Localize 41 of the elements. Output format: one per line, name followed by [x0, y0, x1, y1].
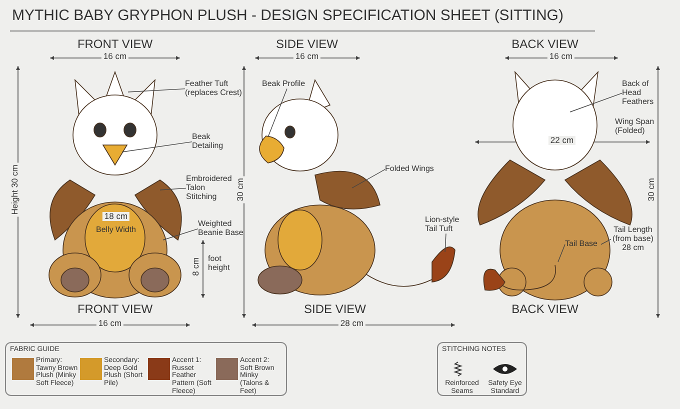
callout-text: Beak Profile	[262, 80, 312, 89]
callout-text: Beak Detailing	[192, 133, 242, 151]
leader-line	[570, 92, 622, 112]
dimension-label: 18 cm	[102, 212, 130, 222]
dimension-label: Height 30 cm	[10, 162, 20, 217]
callout-text: Tail Length (from base) 28 cm	[611, 226, 655, 252]
leader-line	[162, 228, 198, 240]
leader-line	[122, 141, 192, 152]
leader-line	[444, 233, 446, 252]
dimension-label: 16 cm	[293, 52, 321, 62]
dimension-label: 22 cm	[548, 136, 576, 146]
view-title: BACK VIEW	[512, 303, 578, 316]
leader-line	[600, 238, 612, 245]
dimension-label: 16 cm	[547, 52, 575, 62]
callout-text: Feather Tuft (replaces Crest)	[185, 80, 257, 98]
sheet-title: MYTHIC BABY GRYPHON PLUSH - DESIGN SPECIFICATION SHEET (SITTING)	[12, 8, 564, 24]
callout-text: Back of Head Feathers	[622, 80, 667, 106]
dimension-label: 8 cm	[192, 255, 201, 278]
view-title: FRONT VIEW	[77, 38, 153, 52]
leader-line	[128, 88, 186, 92]
view-title: FRONT VIEW	[77, 303, 153, 316]
dimension-label: Wing Span (Folded)	[615, 118, 655, 136]
dimension-label: 30 cm	[236, 176, 246, 204]
view-title: BACK VIEW	[512, 38, 578, 52]
dimension-label: 16 cm	[96, 319, 124, 328]
leader-line	[160, 188, 186, 190]
callout-text: Lion-style Tail Tuft	[425, 216, 467, 234]
dimension-label: 28 cm	[338, 319, 366, 328]
dimension-label: Belly Width	[96, 226, 136, 235]
callout-text: Weighted Beanie Base	[198, 220, 248, 238]
callout-text: Tail Base	[565, 240, 601, 249]
view-title: SIDE VIEW	[276, 38, 338, 52]
dimension-label: 16 cm	[101, 52, 129, 62]
view-title: SIDE VIEW	[304, 303, 366, 316]
callout-text: Folded Wings	[385, 165, 440, 174]
leader-line	[268, 88, 288, 138]
leader-line	[352, 169, 386, 188]
dimension-label: foot height	[208, 255, 231, 273]
leader-line	[558, 244, 566, 262]
callout-text: Embroidered Talon Stitching	[186, 175, 236, 202]
dimension-label: 30 cm	[646, 176, 656, 204]
